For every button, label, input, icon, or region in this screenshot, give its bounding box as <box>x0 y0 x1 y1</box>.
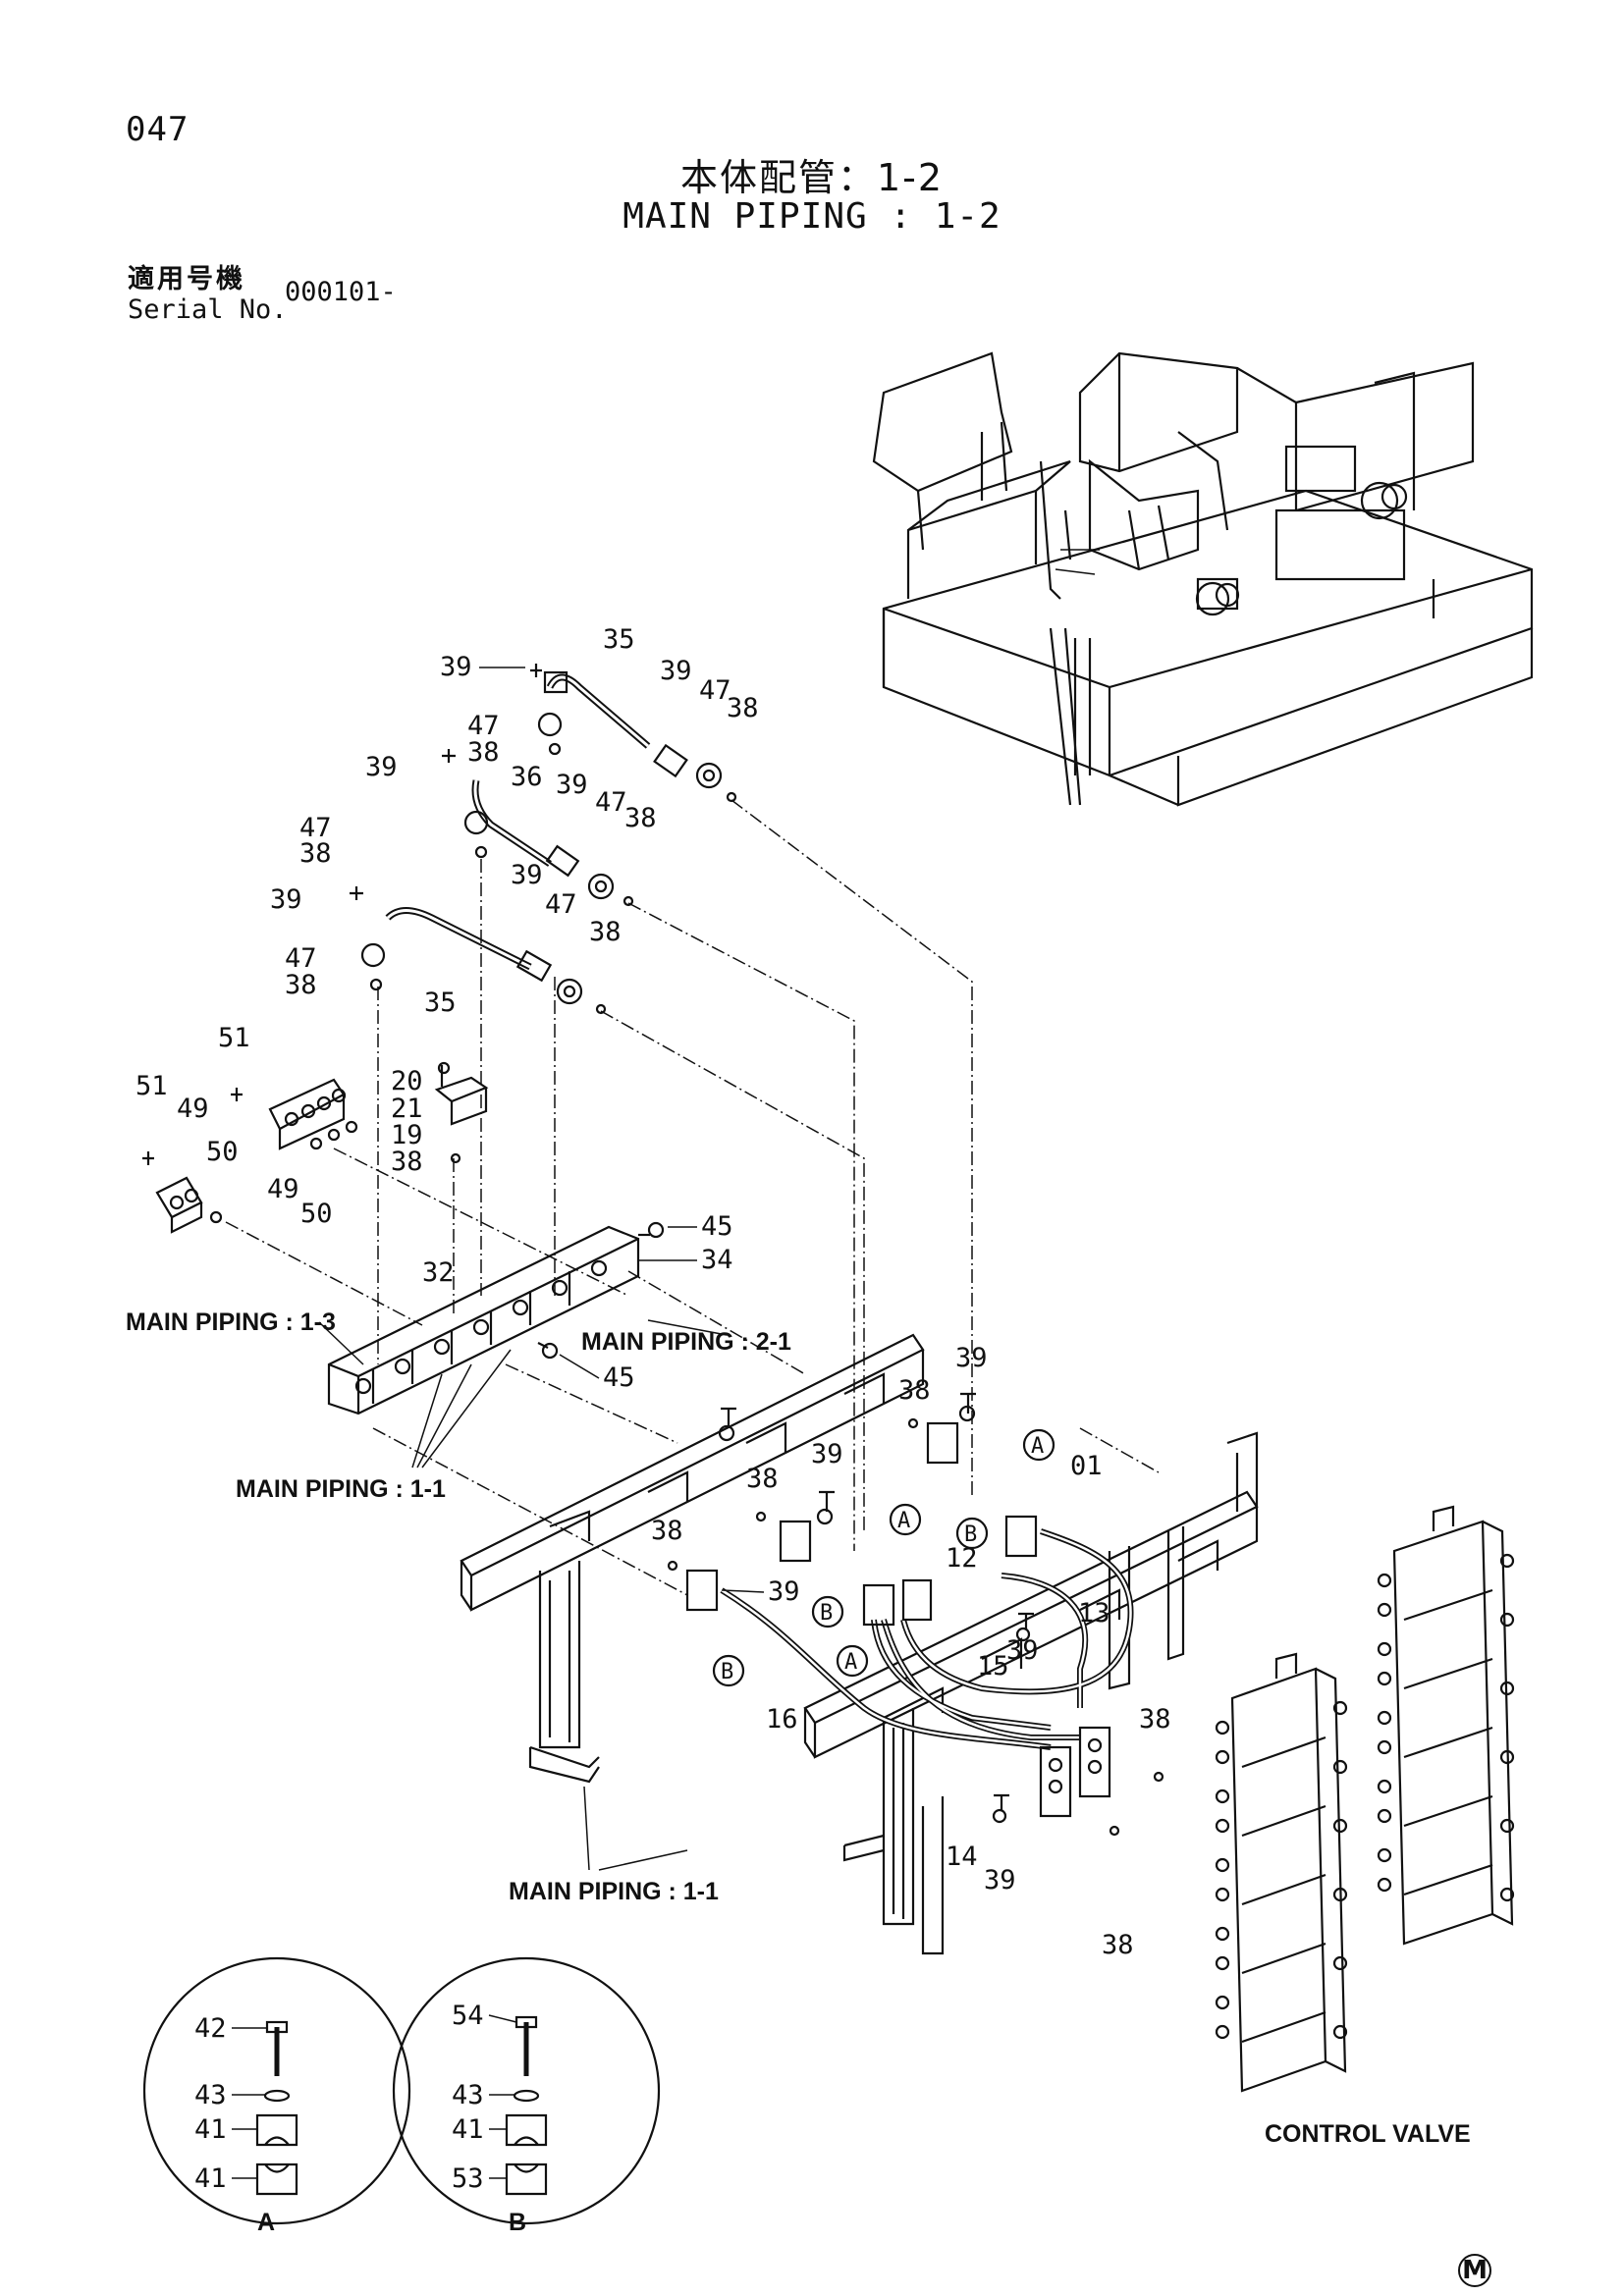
part-label: 39 <box>984 1865 1016 1896</box>
flange-blocks-49 <box>142 1078 358 1234</box>
part-label: 50 <box>300 1199 333 1229</box>
detail-b-part: 41 <box>452 2114 484 2145</box>
leader-lines <box>225 799 1160 1596</box>
part-label: 38 <box>285 970 317 1000</box>
detail-a-letter: A <box>257 2209 275 2236</box>
detail-a-part: 42 <box>194 2013 227 2044</box>
part-label: 38 <box>746 1464 779 1494</box>
pipe-routes-inner <box>721 1529 1132 1749</box>
ref-main-piping-1-1-lower: MAIN PIPING : 1-1 <box>509 1878 719 1905</box>
pipe-clamps <box>667 1405 1164 1837</box>
hose-assembly-36 <box>442 749 615 900</box>
detail-b-part: 43 <box>452 2080 484 2110</box>
part-label: 39 <box>440 652 472 682</box>
part-label: 47 <box>595 787 627 818</box>
part-label: 39 <box>365 752 398 782</box>
hose-assembly-35-lower <box>350 886 583 1005</box>
detail-a-part: 41 <box>194 2163 227 2194</box>
ref-main-piping-2-1: MAIN PIPING : 2-1 <box>581 1328 791 1356</box>
part-label: 39 <box>511 860 543 890</box>
o-ring-seals <box>595 791 737 1015</box>
part-label: 39 <box>1006 1635 1039 1666</box>
part-label: 38 <box>651 1516 683 1546</box>
part-label: 21 <box>391 1094 423 1124</box>
detail-circle-b <box>392 1956 661 2225</box>
detail-b-part: 54 <box>452 2001 484 2031</box>
callout-letter: A <box>1031 1434 1044 1459</box>
part-label: 39 <box>556 770 588 800</box>
part-number-labels: 39 35 39 47 38 47 38 39 36 39 47 38 47 3… <box>135 624 1171 1960</box>
callout-letter: A <box>844 1650 857 1675</box>
machine-outline-illustration <box>872 351 1534 807</box>
callout-letter: B <box>964 1522 977 1547</box>
page-mark-symbol: M <box>1458 2254 1491 2287</box>
part-label: 16 <box>766 1704 798 1735</box>
part-label: 13 <box>1078 1598 1110 1629</box>
part-label: 51 <box>135 1071 168 1101</box>
callout-circles <box>712 1428 1056 1687</box>
part-label: 14 <box>946 1842 978 1872</box>
ref-main-piping-1-3: MAIN PIPING : 1-3 <box>126 1308 336 1336</box>
part-label: 45 <box>603 1362 635 1393</box>
part-label: 39 <box>811 1439 843 1469</box>
part-label: 49 <box>177 1094 209 1124</box>
detail-b-labels: 54 43 41 53 B <box>452 2001 526 2236</box>
part-label: 38 <box>299 838 332 869</box>
part-label: 38 <box>727 693 759 723</box>
part-label: 15 <box>977 1651 1009 1682</box>
serial-value: 000101- <box>285 277 397 307</box>
mount-bolts <box>721 1392 1034 1811</box>
part-label: 34 <box>701 1245 733 1275</box>
part-label: 38 <box>589 917 622 947</box>
page-title-en: MAIN PIPING : 1-2 <box>623 196 1001 237</box>
part-label: 49 <box>267 1174 299 1204</box>
detail-b-letter: B <box>509 2209 526 2236</box>
part-label: 32 <box>422 1257 455 1288</box>
page-number: 047 <box>126 110 189 149</box>
part-label: 38 <box>1139 1704 1171 1735</box>
serial-label-jp: 適用号機 <box>128 264 245 294</box>
control-valve-stack <box>1215 1505 1515 2093</box>
part-label: 35 <box>424 988 457 1018</box>
part-label: 38 <box>391 1147 423 1177</box>
part-label: 38 <box>898 1375 931 1406</box>
part-label: 47 <box>467 711 500 741</box>
part-label: 47 <box>699 675 731 706</box>
part-label: 35 <box>603 624 635 655</box>
part-label: 01 <box>1070 1451 1103 1481</box>
part-label: 47 <box>545 889 577 920</box>
part-label: 50 <box>206 1137 239 1167</box>
part-label: 38 <box>624 803 657 833</box>
part-label: 47 <box>285 943 317 974</box>
detail-a-labels: 42 43 41 41 A <box>194 2013 275 2236</box>
part-label: 38 <box>1102 1930 1134 1960</box>
ref-control-valve: CONTROL VALVE <box>1265 2120 1471 2148</box>
part-label: 47 <box>299 813 332 843</box>
part-label: 20 <box>391 1066 423 1096</box>
detail-a-part: 43 <box>194 2080 227 2110</box>
callout-letter: B <box>721 1660 733 1684</box>
block-19 <box>434 1061 489 1164</box>
hose-assembly-35-upper <box>530 664 723 789</box>
ref-main-piping-1-1-upper: MAIN PIPING : 1-1 <box>236 1475 446 1503</box>
part-label: 39 <box>955 1343 988 1373</box>
serial-label-en: Serial No. <box>128 294 288 325</box>
part-label: 39 <box>270 884 302 915</box>
part-label: 38 <box>467 737 500 768</box>
detail-a-part: 41 <box>194 2114 227 2145</box>
part-label: 51 <box>218 1023 250 1053</box>
reference-labels: MAIN PIPING : 1-3 MAIN PIPING : 2-1 MAIN… <box>126 1308 1471 2148</box>
callout-letter: A <box>897 1509 910 1533</box>
part-label: 45 <box>701 1211 733 1242</box>
part-label: 39 <box>768 1576 800 1607</box>
part-label: 19 <box>391 1120 423 1150</box>
detail-b-part: 53 <box>452 2163 484 2194</box>
page-title-jp: 本体配管：1-2 <box>679 156 945 199</box>
callout-letter: B <box>820 1601 833 1626</box>
part-label: 39 <box>660 656 692 686</box>
detail-circle-a <box>142 1956 411 2225</box>
frame-rails <box>460 1333 1259 1955</box>
part-label: 36 <box>511 762 543 792</box>
